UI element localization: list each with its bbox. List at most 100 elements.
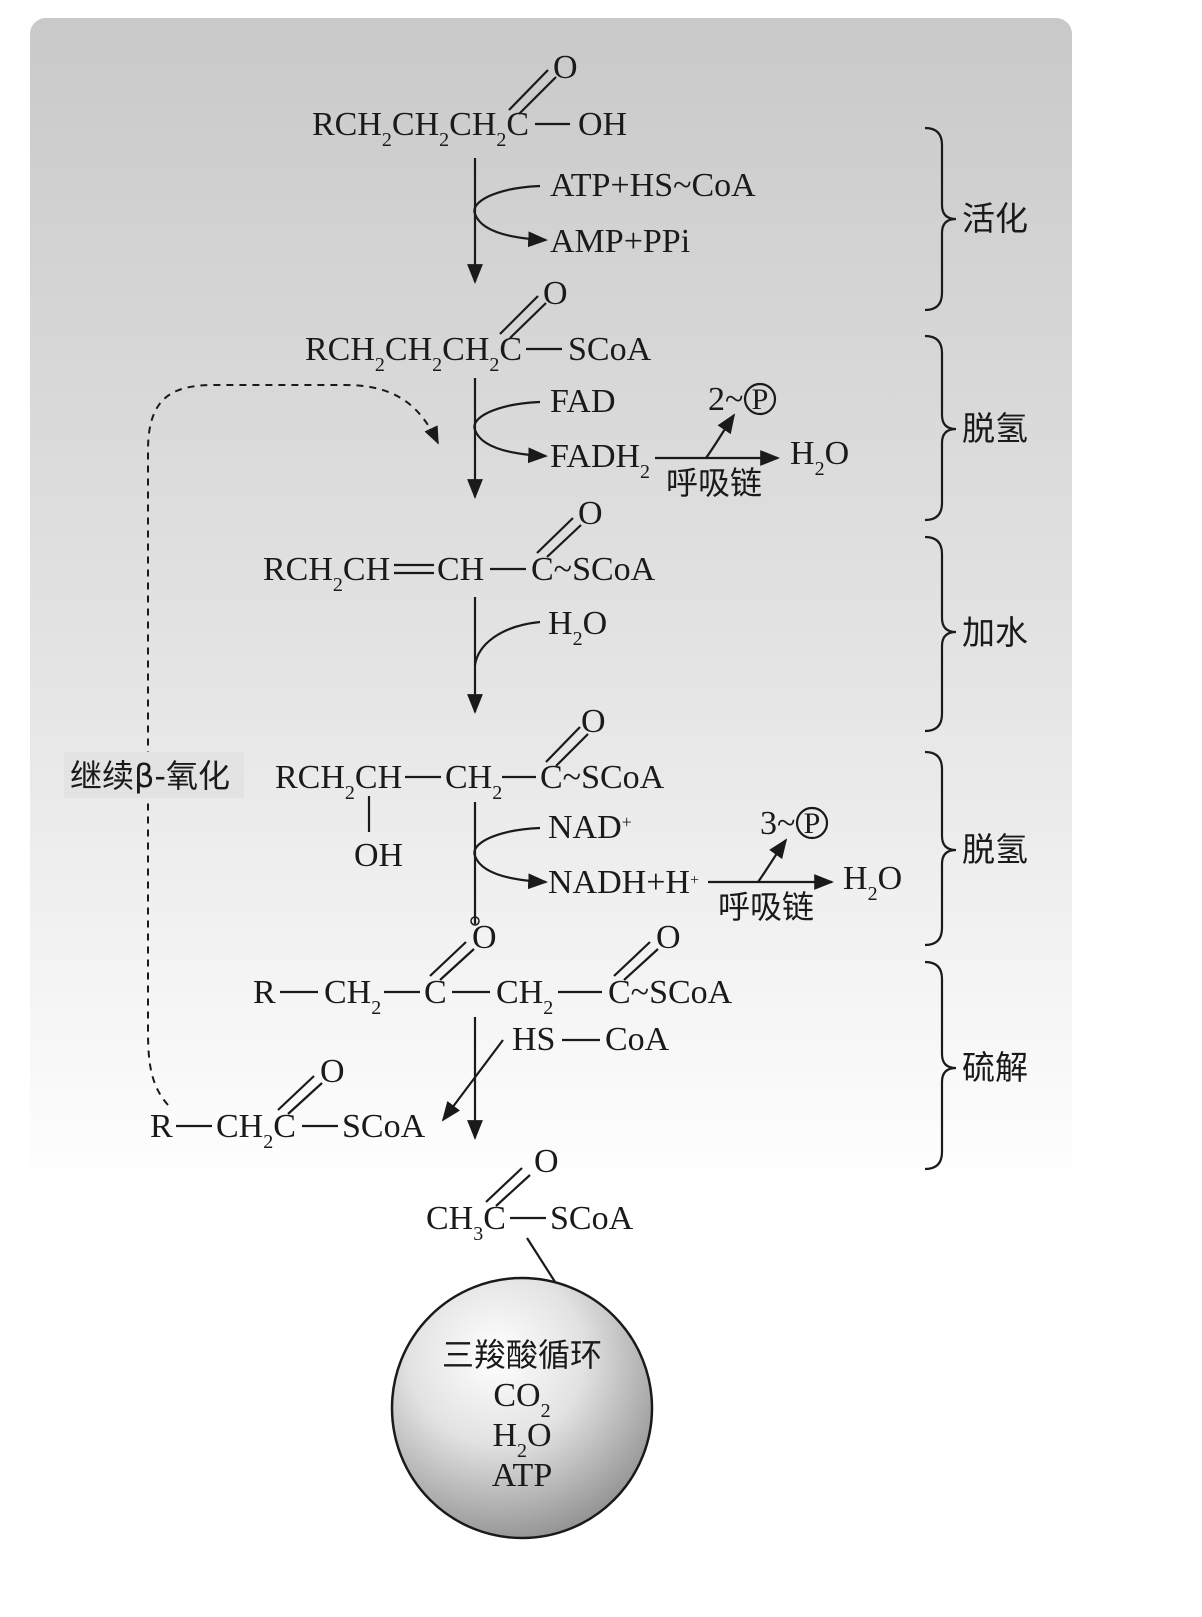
stage-label-dehydrogenation-1: 脱氢 <box>962 409 1028 448</box>
methylene-subscript: 2 <box>263 1131 273 1153</box>
scoa-group: SCoA <box>550 1200 634 1237</box>
enoyl-coa: RCH2CH CH C~SCoA O <box>263 495 656 596</box>
scoa-group: SCoA <box>342 1108 426 1145</box>
double-bond-line <box>623 948 659 981</box>
brace-thiolysis <box>924 960 957 1171</box>
water-o: O <box>825 435 850 472</box>
svg-text:RCH2CH: RCH2CH <box>275 759 402 804</box>
hydroxyacyl-part: RCH <box>275 759 345 796</box>
double-bond-line <box>277 1075 315 1111</box>
methylene: CH <box>324 974 371 1011</box>
methyl-subscript: 3 <box>473 1223 483 1245</box>
phosphate-symbol: P <box>804 807 821 840</box>
nad-superscript: + <box>622 812 632 832</box>
methylene: CH <box>496 974 543 1011</box>
carbonyl-oxygen: O <box>534 1143 559 1180</box>
water-o: O <box>583 605 608 642</box>
acyl-coa-subscript: 2 <box>375 354 385 376</box>
acetyl-carbon: C <box>483 1200 506 1237</box>
double-bond-line <box>495 1174 531 1207</box>
phosphate-symbol: P <box>752 383 769 416</box>
activation-input: ATP+HS~CoA <box>550 167 756 204</box>
atp-label: ATP <box>492 1457 552 1494</box>
acyl-coa: RCH2CH2CH2C SCoA O <box>305 275 652 376</box>
water-subscript: 2 <box>573 628 583 650</box>
tca-title: 三羧酸循环 <box>442 1336 602 1374</box>
fatty-acid-part: CH <box>392 106 439 143</box>
fad-label: FAD <box>550 383 616 420</box>
fatty-acid-subscript: 2 <box>382 129 392 151</box>
loop-label: 继续β-氧化 <box>70 757 230 795</box>
brace-activation <box>924 126 957 312</box>
carbonyl-oxygen: O <box>656 919 681 956</box>
hydroxyl-group: OH <box>354 837 403 874</box>
loop-label-bg <box>64 752 244 798</box>
tca-cycle-sphere: 三羧酸循环 CO2 H2O ATP <box>390 1276 654 1540</box>
double-bond-line <box>613 941 651 977</box>
enoyl-ch: CH <box>437 551 484 588</box>
double-bond-line <box>439 948 475 981</box>
hs-label: HS <box>512 1021 555 1058</box>
ketoacyl-thioester: C~SCoA <box>608 974 733 1011</box>
water-subscript: 2 <box>815 458 825 480</box>
double-bond-line <box>429 941 467 977</box>
fatty-acid-part: CH <box>449 106 496 143</box>
double-bond-line <box>536 517 574 554</box>
activation-output: AMP+PPi <box>550 223 690 260</box>
acyl-coa-subscript: 2 <box>489 354 499 376</box>
svg-text:NADH+H+: NADH+H+ <box>548 864 699 901</box>
co2-subscript: 2 <box>541 1400 551 1422</box>
svg-text:CH2: CH2 <box>445 759 502 804</box>
svg-text:CH2C: CH2C <box>216 1108 296 1153</box>
activation-side-arrow <box>473 184 548 248</box>
brace-dehydrogenation-2 <box>924 750 957 947</box>
water-o: O <box>878 860 903 897</box>
double-bond-line <box>485 1167 523 1203</box>
acyl-carbon: C <box>273 1108 296 1145</box>
svg-text:RCH2CH2CH2C: RCH2CH2CH2C <box>312 106 529 151</box>
fatty-acid-carbon: C <box>506 106 529 143</box>
fatty-acid-subscript: 2 <box>439 129 449 151</box>
background-panel <box>30 18 1072 1198</box>
acyl-coa-part: CH <box>385 331 432 368</box>
co2-main: CO <box>493 1377 540 1414</box>
double-bond-line <box>508 69 549 111</box>
r-group: R <box>150 1108 173 1145</box>
hydroxyl-group: OH <box>578 106 627 143</box>
acyl-coa-subscript: 2 <box>432 354 442 376</box>
nad-label: NAD <box>548 809 622 846</box>
enoyl-thioester: C~SCoA <box>531 551 656 588</box>
double-bond-line <box>518 76 557 115</box>
double-bond-line <box>287 1082 323 1115</box>
brace-hydration <box>924 535 957 733</box>
hydroxyacyl-subscript: 2 <box>345 782 355 804</box>
acyl-coa-carbon: C <box>499 331 522 368</box>
respiratory-chain-label-2: 呼吸链 <box>718 888 814 926</box>
ketoacyl-coa: R CH2 C CH2 C~SCoA O O <box>253 919 733 1019</box>
phosphate-circle <box>795 806 829 840</box>
acetyl-coa: CH3C SCoA O <box>426 1143 634 1245</box>
fatty-acid-part: RCH <box>312 106 382 143</box>
enoyl-subscript: 2 <box>333 574 343 596</box>
hydroxyacyl-thioester: C~SCoA <box>540 759 665 796</box>
atp-yield-count-2: 3~ <box>760 805 795 842</box>
brace-dehydrogenation-1 <box>924 334 957 522</box>
water-h: H <box>492 1417 517 1454</box>
svg-text:RCH2CH2CH2C: RCH2CH2CH2C <box>305 331 522 376</box>
nadh-label: NADH+H <box>548 864 690 901</box>
double-bond-line <box>555 733 589 767</box>
fadh-subscript: 2 <box>640 461 650 483</box>
water-h: H <box>548 605 573 642</box>
shortened-acyl-coa: R CH2C SCoA O <box>150 1053 426 1153</box>
tca-connector <box>526 1237 558 1286</box>
methylene-subscript: 2 <box>543 997 553 1019</box>
acyl-coa-part: CH <box>442 331 489 368</box>
svg-text:H2O: H2O <box>548 605 607 650</box>
double-bond-line <box>509 302 547 339</box>
water-subscript: 2 <box>868 883 878 905</box>
svg-text:FADH2: FADH2 <box>550 438 650 483</box>
atp-yield-count: 2~ <box>708 381 743 418</box>
respiratory-chain-label: 呼吸链 <box>666 464 762 502</box>
thiolysis-side-arrow <box>441 1039 504 1122</box>
